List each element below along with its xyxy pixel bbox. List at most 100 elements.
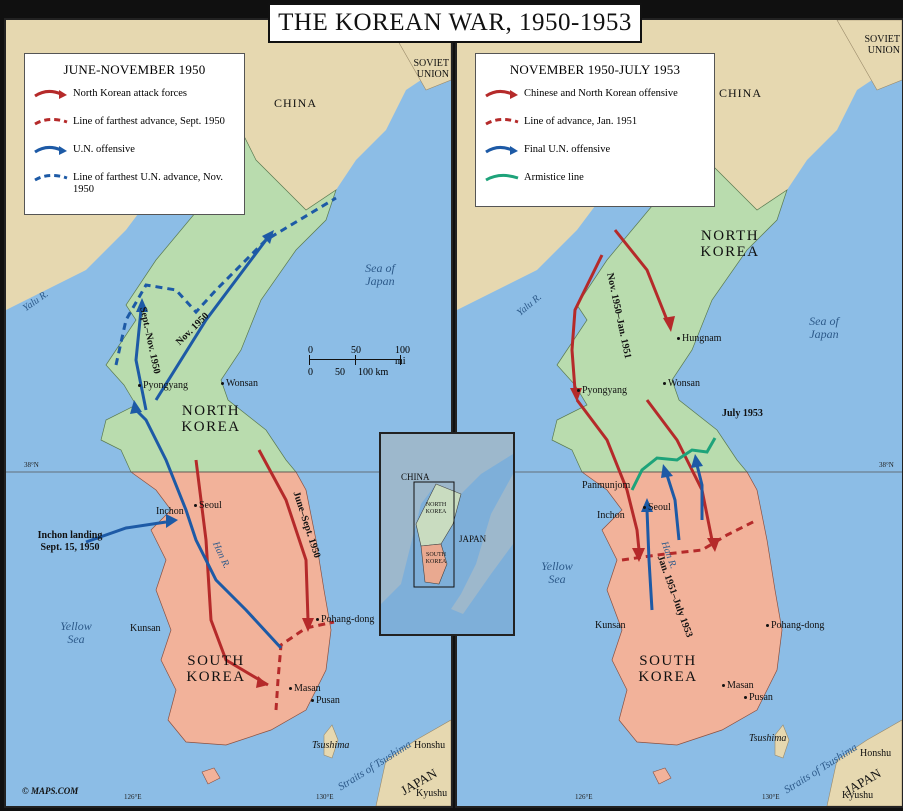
cn-nk-offensive-arrowhead-2 [663, 316, 675, 332]
legend-label: Final U.N. offensive [524, 144, 611, 155]
jan-1951-line [621, 518, 758, 562]
kunsan-label: Kunsan [130, 623, 161, 634]
green-line-icon [485, 173, 519, 182]
legend-label: Line of advance, Jan. 1951 [524, 116, 638, 127]
japan-land [375, 719, 451, 806]
kunsan-label: Kunsan [595, 620, 626, 631]
china-label: CHINA [719, 86, 762, 100]
legend-row: Chinese and North Korean offensive [476, 84, 714, 112]
sea-of-japan-label: Sea of Japan [809, 314, 839, 341]
un-offensive-arrowhead-2 [136, 298, 148, 312]
north-korea-label: NORTH KOREA [181, 403, 241, 435]
inset-graphic [381, 434, 513, 614]
inset-south-korea [420, 543, 448, 585]
pohang-label: Pohang-dong [766, 620, 824, 631]
legend-row: Final U.N. offensive [476, 140, 714, 168]
scale-km-50: 50 [335, 367, 345, 378]
blue-solid-arrow-icon [485, 145, 518, 155]
un-final-arrowhead-2 [661, 464, 673, 478]
pusan-label: Pusan [744, 692, 773, 703]
maps-logo: © MAPS.COM [22, 786, 79, 796]
inchon-landing-arrowhead [166, 514, 178, 528]
tsushima-label: Tsushima [749, 733, 787, 744]
lat-38-label: 38°N [24, 461, 39, 469]
legend-row: Armistice line [476, 168, 714, 196]
north-korea-label: NORTH KOREA [700, 228, 760, 260]
south-korea-label: SOUTH KOREA [638, 653, 698, 685]
legend-label: Chinese and North Korean offensive [524, 88, 678, 99]
cn-nk-offensive-arrowhead-3 [632, 548, 645, 562]
scale-mi-100: 100 mi [395, 345, 410, 367]
blue-dash-line-icon [34, 173, 68, 182]
south-korea-land [129, 471, 332, 746]
wonsan-label: Wonsan [221, 378, 258, 389]
nk-attack-arrowhead-2 [302, 618, 314, 632]
nk-attack-arrowhead-1 [256, 676, 268, 688]
inset-locator-map: CHINA NORTH KOREA SOUTH KOREA JAPAN [379, 432, 515, 636]
legend-label: Line of farthest U.N. advance, Nov. 1950 [73, 172, 224, 195]
cn-nk-offensive-arrow-4 [645, 399, 714, 541]
lon-126-label: 126°E [124, 793, 142, 801]
red-solid-arrow-icon [34, 89, 67, 99]
nk-attack-arrow-2 [257, 449, 310, 621]
inset-japan [451, 474, 513, 614]
lon-130-label: 130°E [762, 793, 780, 801]
scale-tick [309, 355, 310, 365]
honshu-label: Honshu [414, 740, 446, 751]
left-legend-title: JUNE-NOVEMBER 1950 [63, 62, 206, 77]
inset-frame [413, 481, 455, 588]
un-offensive-arrow-2 [134, 309, 148, 411]
masan-label: Masan [289, 683, 321, 694]
cn-nk-offensive-arrow-3 [575, 399, 641, 551]
right-legend: NOVEMBER 1950-JULY 1953 Chinese and Nort… [475, 53, 715, 207]
inchon-label: Inchon [597, 510, 625, 521]
right-legend-title: NOVEMBER 1950-JULY 1953 [509, 62, 681, 77]
scale-mi-50: 50 [351, 345, 361, 356]
un-offensive-arrowhead-3 [262, 230, 274, 244]
pusan-label: Pusan [311, 695, 340, 706]
inchon-landing-arrow [85, 520, 167, 544]
inset-china-label: CHINA [401, 472, 430, 482]
un-farthest-line [114, 196, 337, 366]
tsushima-label: Tsushima [312, 740, 350, 751]
legend-row: Line of farthest U.N. advance, Nov. 1950 [25, 168, 244, 202]
un-offensive-arrowhead-1 [130, 400, 142, 414]
inset-japan-label: JAPAN [459, 534, 487, 544]
red-dash-line-icon [485, 117, 519, 126]
un-final-arrow-3 [695, 464, 704, 520]
soviet-land [836, 20, 902, 91]
lat-38-label: 38°N [879, 461, 894, 469]
sea-of-japan-label: Sea of Japan [365, 261, 395, 288]
scale-km-0: 0 [308, 367, 313, 378]
scale-km-100: 100 km [358, 367, 389, 378]
un-final-arrowhead-3 [691, 454, 703, 468]
scale-tick [355, 355, 356, 365]
tsushima-island [774, 724, 790, 759]
cn-nk-offensive-arrow-2 [613, 229, 669, 321]
tsushima-island [323, 724, 339, 759]
un-final-arrow-2 [665, 474, 681, 541]
pohang-label: Pohang-dong [316, 614, 374, 625]
map-title: THE KOREAN WAR, 1950-1953 [268, 3, 642, 43]
lon-126-label: 126°E [575, 793, 593, 801]
yellow-sea-label: Yellow Sea [60, 619, 92, 646]
legend-label: North Korean attack forces [73, 88, 187, 99]
scale-mi-0: 0 [308, 345, 313, 356]
legend-row: North Korean attack forces [25, 84, 244, 112]
lon-130-label: 130°E [316, 793, 334, 801]
wonsan-label: Wonsan [663, 378, 700, 389]
legend-row: Line of advance, Jan. 1951 [476, 112, 714, 140]
legend-row: Line of farthest advance, Sept. 1950 [25, 112, 244, 140]
seoul-label: Seoul [643, 502, 671, 513]
pyongyang-label: Pyongyang [577, 385, 627, 396]
panmunjom-label: Panmunjom [582, 480, 631, 491]
honshu-label: Honshu [860, 748, 892, 759]
yellow-sea-label: Yellow Sea [541, 559, 573, 586]
un-offensive-arrow-3 [154, 239, 268, 401]
masan-label: Masan [722, 680, 754, 691]
kyushu-label: Kyushu [842, 790, 874, 801]
inset-north-label: NORTH KOREA [425, 502, 447, 515]
armistice-line [630, 437, 717, 491]
scale-tick [400, 355, 401, 365]
